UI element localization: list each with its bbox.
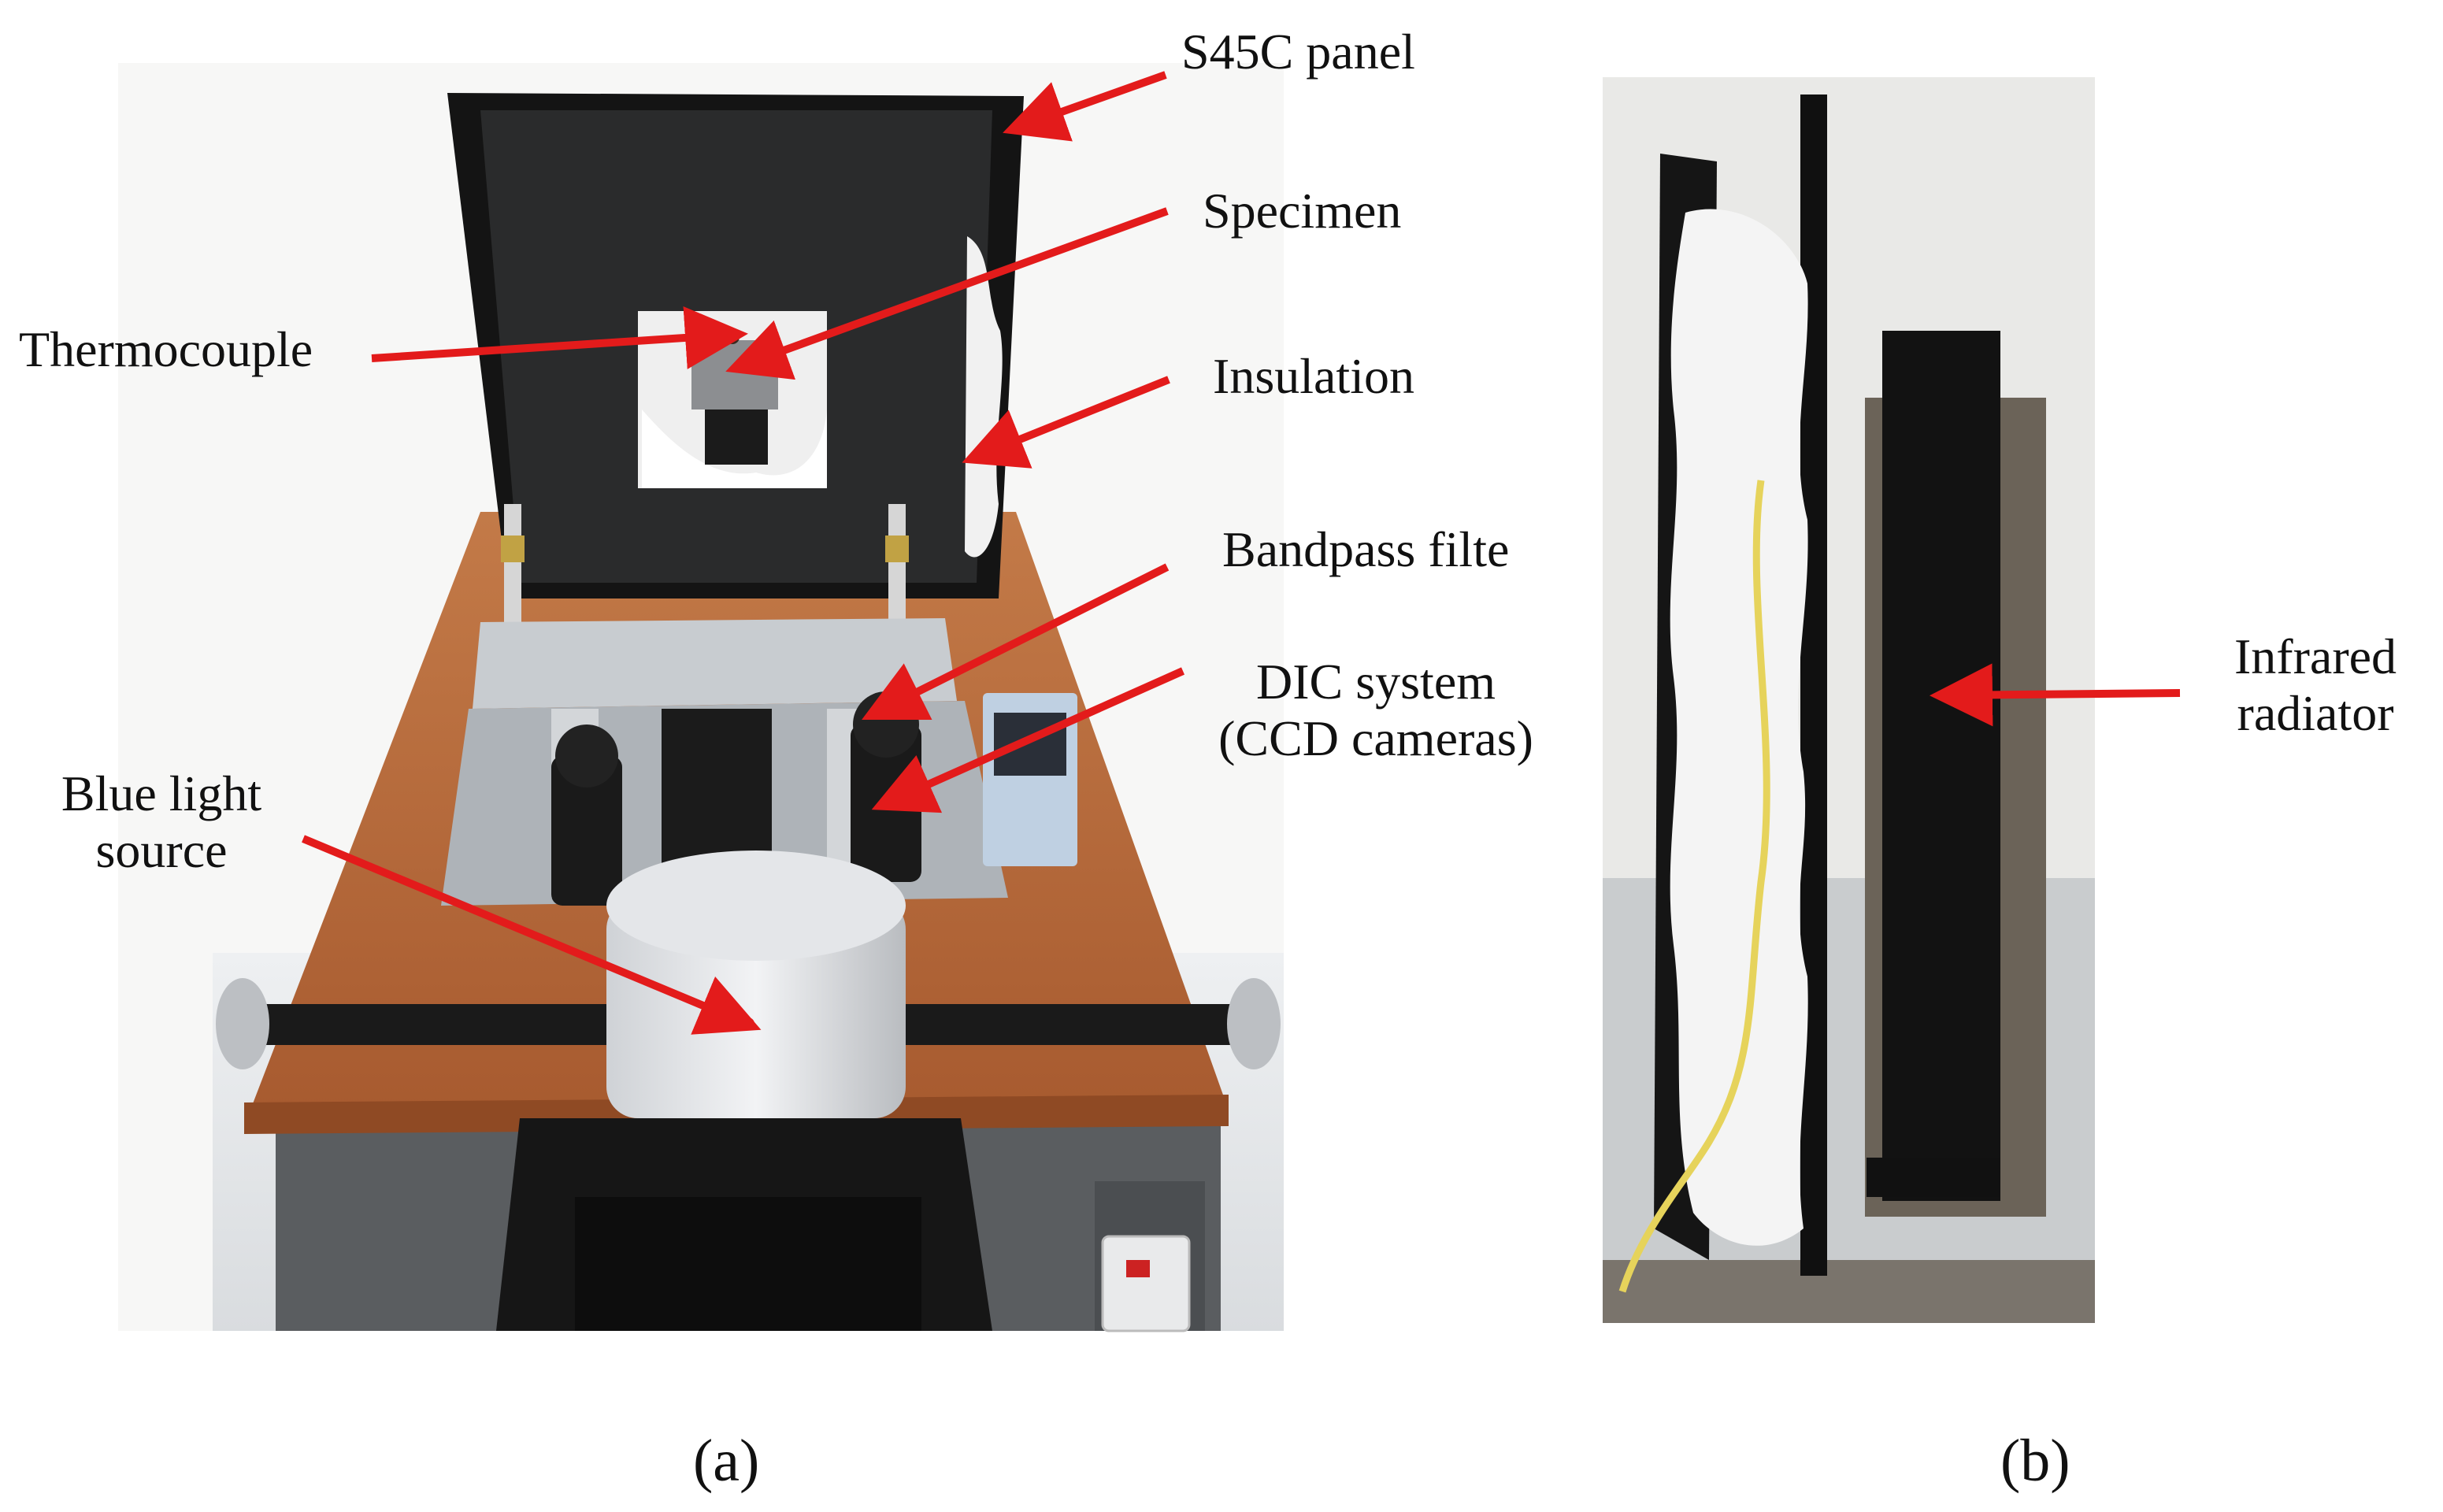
label-blue-light-line1: Blue light [61, 765, 262, 821]
power-strip [1101, 1235, 1191, 1332]
side-panel-rear [1800, 94, 1827, 1276]
arrow-specimen [725, 207, 1169, 380]
label-s45c-panel: S45C panel [1181, 24, 1415, 80]
label-infrared-line2: radiator [2237, 684, 2394, 741]
caption-panel-b: (b) [2000, 1428, 2070, 1494]
label-blue-light-source: Blue light source [32, 765, 291, 878]
insulation-stack [1670, 209, 1808, 1246]
label-infrared-radiator: Infrared radiator [2197, 628, 2434, 741]
arrow-insulation [962, 376, 1170, 469]
label-bandpass-filter: Bandpass filte [1222, 521, 1510, 577]
label-blue-light-line2: source [95, 821, 228, 878]
label-specimen: Specimen [1203, 183, 1402, 239]
ccd-camera-left [551, 724, 622, 906]
photo-panel-b [1603, 77, 2095, 1323]
label-thermocouple: Thermocouple [19, 321, 313, 377]
arrow-thermocouple [371, 306, 748, 369]
label-infrared-line1: Infrared [2234, 628, 2397, 684]
photo-panel-a [118, 63, 1284, 1332]
insulation-side [965, 236, 1003, 558]
label-dic-system: DIC system (CCD cameras) [1191, 654, 1561, 766]
arrow-dic-system [871, 667, 1185, 813]
arrow-blue-light [302, 835, 762, 1035]
label-dic-system-line2: (CCD cameras) [1218, 710, 1533, 766]
arrow-bandpass-filter [862, 563, 1170, 720]
label-dic-system-line1: DIC system [1256, 654, 1496, 710]
label-insulation: Insulation [1213, 348, 1414, 404]
caption-panel-a: (a) [693, 1428, 760, 1494]
ccd-camera-right [851, 691, 921, 882]
annotation-arrows [302, 71, 2181, 1035]
aluminum-rail [473, 618, 957, 709]
infrared-radiator [1882, 331, 2000, 1201]
arrow-infrared-radiator [1930, 663, 2181, 727]
arrow-s45c-panel [1003, 71, 1167, 142]
specimen [691, 340, 778, 410]
